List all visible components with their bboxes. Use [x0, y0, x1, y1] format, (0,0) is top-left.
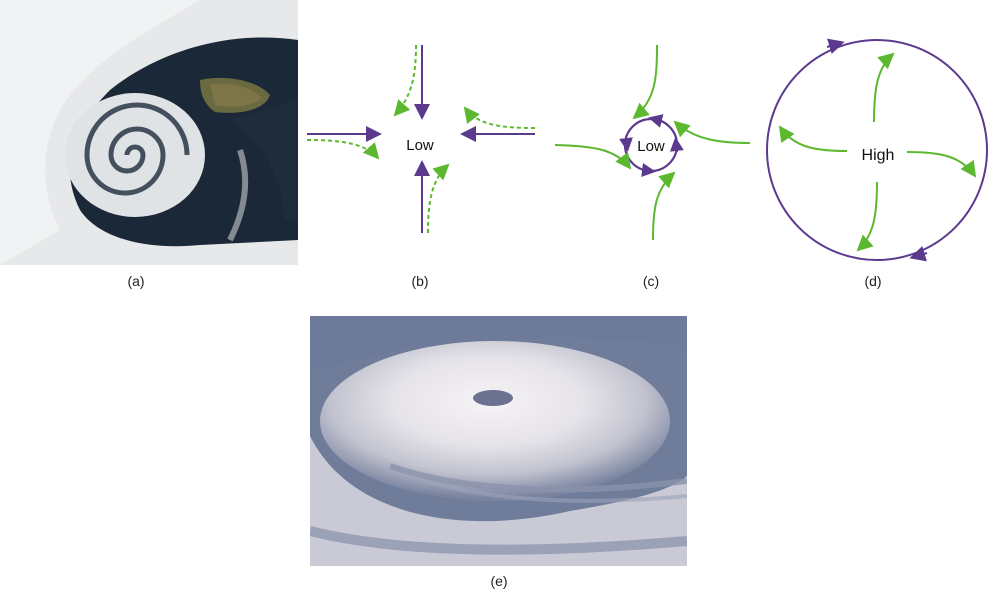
wind-arrow-south	[652, 171, 676, 241]
panel-d-diagram: High	[766, 38, 988, 262]
wind-arrow-west	[306, 139, 380, 160]
panel-c-diagram: Low	[554, 44, 751, 241]
high-label-d: High	[862, 147, 895, 164]
caption-c: (c)	[642, 273, 660, 289]
low-label-b: Low	[406, 137, 434, 154]
panel-e-hurricane-photo	[310, 316, 687, 566]
wind-arrow-east	[906, 151, 977, 178]
hurricane-image	[310, 316, 687, 566]
wind-arrow-east	[463, 106, 536, 129]
cyclone-image	[0, 0, 298, 265]
wind-arrow-west	[554, 144, 632, 170]
panel-a-cyclone-photo	[0, 0, 298, 265]
caption-b: (b)	[411, 273, 429, 289]
caption-e: (e)	[490, 573, 508, 589]
wind-arrow-north	[873, 52, 895, 123]
panel-b-diagram: Low	[306, 44, 536, 234]
wind-arrow-east	[673, 120, 751, 144]
wind-arrow-south	[427, 163, 450, 234]
wind-arrow-north	[632, 44, 658, 120]
wind-arrow-south	[856, 181, 878, 252]
caption-a: (a)	[127, 273, 145, 289]
low-label-c: Low	[637, 138, 665, 155]
caption-d: (d)	[864, 273, 882, 289]
high-pressure-circle	[766, 39, 988, 261]
wind-arrow-north	[393, 44, 417, 117]
hurricane-eye	[473, 390, 513, 406]
wind-arrow-west	[778, 125, 848, 152]
